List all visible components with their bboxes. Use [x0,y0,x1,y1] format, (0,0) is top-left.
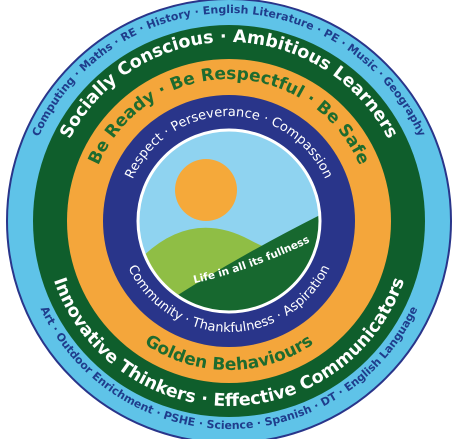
sun-icon [175,159,237,221]
